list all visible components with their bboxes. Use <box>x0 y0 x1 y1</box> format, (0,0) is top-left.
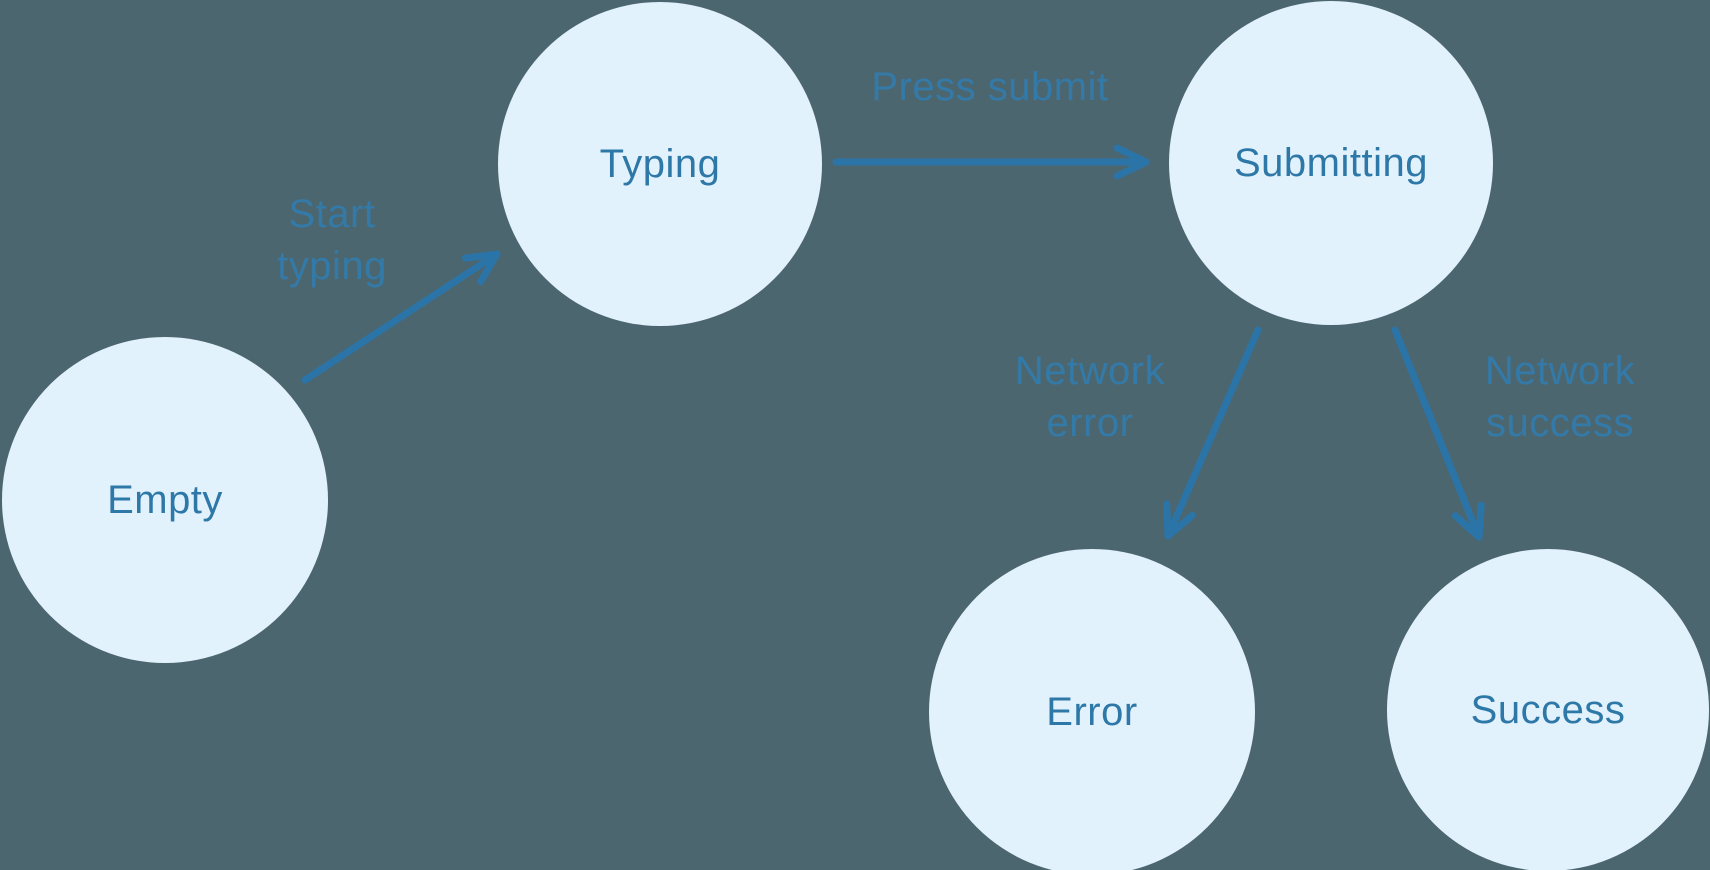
arrowhead-icon <box>1451 501 1485 541</box>
edge-label-network-success: Network success <box>1484 349 1636 445</box>
state-node-error: Error <box>929 549 1255 870</box>
state-node-typing: Typing <box>498 2 822 326</box>
edge-label-network-error: Network error <box>1014 349 1166 445</box>
state-node-success: Success <box>1387 549 1709 870</box>
arrow-shaft <box>1391 326 1483 541</box>
arrow-typing-to-submitting <box>832 144 1150 180</box>
state-label-empty: Empty <box>107 477 223 522</box>
state-label-typing: Typing <box>599 141 721 186</box>
arrowhead-icon <box>461 250 501 285</box>
state-node-submitting: Submitting <box>1169 1 1493 325</box>
arrow-submitting-to-error <box>1163 326 1262 540</box>
edge-label-start-typing: Start typing <box>277 192 387 288</box>
arrowhead-icon <box>1113 144 1150 180</box>
edge-label-press-submit: Press submit <box>871 65 1109 109</box>
arrow-submitting-to-success <box>1391 326 1485 541</box>
state-label-success: Success <box>1470 687 1626 732</box>
state-label-submitting: Submitting <box>1234 140 1428 185</box>
arrowhead-icon <box>1163 500 1196 540</box>
arrow-shaft <box>1164 326 1262 540</box>
state-label-error: Error <box>1046 689 1138 734</box>
state-node-empty: Empty <box>2 337 328 663</box>
